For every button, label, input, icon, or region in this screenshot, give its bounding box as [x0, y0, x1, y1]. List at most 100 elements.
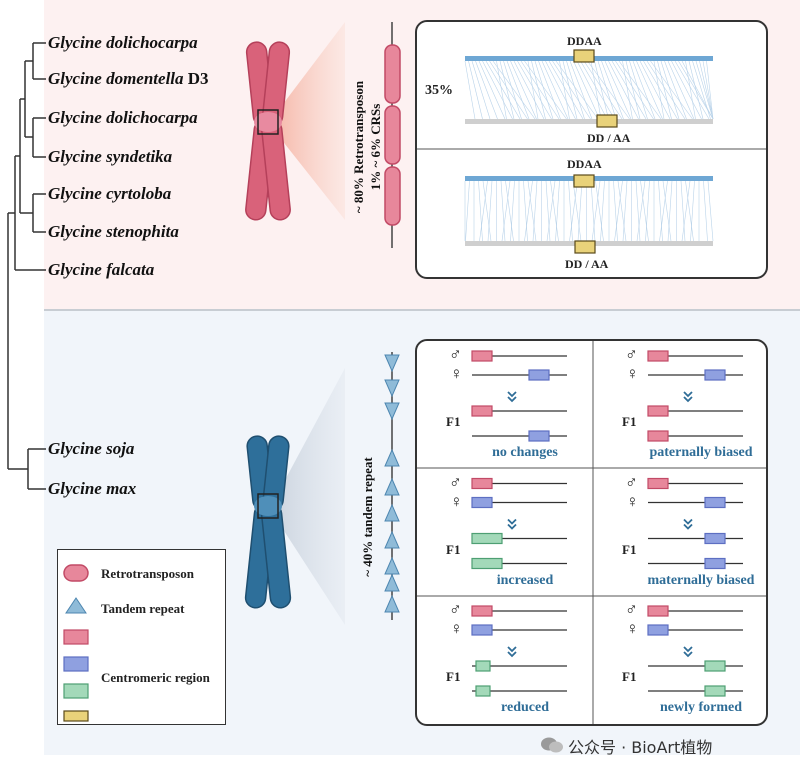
centromere-segment: [647, 430, 669, 442]
female-symbol: ♀: [450, 364, 463, 383]
female-symbol: ♀: [450, 491, 463, 511]
f1-label: F1: [446, 669, 461, 684]
f1-label: F1: [446, 414, 461, 429]
f1-label: F1: [622, 669, 637, 684]
species-label: Glycine falcata: [48, 260, 155, 279]
cell-outcome-label: no changes: [492, 445, 558, 460]
tandem-repeat-percent-label: ~ 40% tandem repeat: [360, 457, 375, 577]
centromere-segment: [647, 624, 669, 636]
centromere-segment: [471, 557, 503, 570]
chevron-down-icon: [683, 518, 693, 530]
tandem-repeat-icon: [384, 448, 400, 467]
species-label: Glycine max: [48, 479, 137, 498]
f1-label: F1: [622, 414, 637, 429]
tandem-repeat-icon: [384, 503, 400, 522]
cell-outcome-label: paternally biased: [649, 445, 753, 460]
female-symbol: ♀: [626, 619, 639, 638]
centromere-segment: [471, 496, 493, 509]
tandem-repeat-icon: [384, 354, 400, 373]
blue-chromosome: [244, 435, 292, 609]
species-label: Glycine stenophita: [48, 222, 179, 241]
tandem-repeat-icon: [384, 573, 400, 592]
zoom-fan-bottom: [277, 368, 345, 625]
inheritance-grid-graphics: [417, 341, 766, 724]
male-symbol: ♂: [449, 600, 462, 619]
cell-outcome-label: reduced: [501, 700, 549, 715]
male-symbol: ♂: [625, 472, 638, 492]
alignment-plot: [417, 49, 766, 254]
female-symbol: ♀: [626, 491, 639, 511]
legend-centromeric-region-label: Centromeric region: [101, 670, 210, 685]
male-symbol: ♂: [625, 345, 638, 364]
species-label: Glycine soja: [48, 439, 135, 458]
cell-outcome-label: newly formed: [659, 700, 743, 715]
male-symbol: ♂: [449, 345, 462, 364]
species-label: Glycine syndetika: [48, 147, 173, 166]
tandem-repeat-icon: [384, 477, 400, 496]
panel-divider: [44, 309, 800, 311]
centromere-segment: [647, 350, 669, 362]
chevron-down-icon: [507, 518, 517, 530]
percent-label: 35%: [425, 83, 453, 98]
centromere-segment: [471, 405, 493, 417]
centromere-segment: [528, 369, 550, 381]
retrotransposon-percent-label: ~ 80% Retrotransposon 1% ~ 6% CRSs: [351, 80, 383, 214]
centromere-segment: [647, 605, 669, 617]
centromere-segment: [647, 477, 669, 490]
female-symbol: ♀: [626, 364, 639, 383]
species-label: Glycine cyrtoloba: [48, 184, 172, 203]
tandem-repeat-icon: [384, 556, 400, 575]
centromere-segment: [471, 624, 493, 636]
centromere-segment: [471, 350, 493, 362]
alignment-box: 35% DDAA DD / AA DDAA DD / AA: [415, 20, 768, 279]
chevron-down-icon: [683, 391, 693, 403]
species-label: Glycine domentella D3: [48, 69, 209, 88]
ddaa-label: DDAA: [567, 157, 602, 171]
centromere-segment: [528, 430, 550, 442]
centromere-segment: [704, 685, 726, 697]
centromere-segment: [704, 496, 726, 509]
retrotransposon-track: [384, 44, 401, 226]
legend-tandem-repeat-label: Tandem repeat: [101, 601, 185, 616]
species-label: Glycine dolichocarpa: [48, 108, 198, 127]
zoom-fan-top: [277, 22, 345, 220]
red-chromosome: [245, 41, 291, 221]
ddaa-label: DDAA: [567, 34, 602, 48]
centromere-segment: [647, 405, 669, 417]
male-symbol: ♂: [449, 472, 462, 492]
centromere-segment: [704, 557, 726, 570]
wechat-icon: [541, 737, 563, 753]
centromere-segment: [704, 532, 726, 545]
chevron-down-icon: [507, 646, 517, 658]
centromere-segment: [475, 660, 491, 672]
chevron-down-icon: [507, 391, 517, 403]
legend-swatches: [63, 564, 89, 722]
cell-outcome-label: maternally biased: [647, 572, 755, 588]
legend: Retrotransposon Tandem repeat Centromeri…: [57, 549, 226, 725]
legend-retrotransposon-label: Retrotransposon: [101, 566, 194, 581]
tandem-repeat-icon: [384, 379, 400, 398]
centromere-segment: [471, 477, 493, 490]
phylogenetic-tree: [7, 42, 46, 490]
tandem-repeat-icon: [384, 530, 400, 549]
f1-label: F1: [446, 541, 461, 557]
watermark-text: 公众号 · BioArt植物: [568, 738, 713, 757]
dd-aa-label: DD / AA: [565, 257, 609, 271]
male-symbol: ♂: [625, 600, 638, 619]
tandem-repeat-track: [384, 354, 400, 613]
f1-label: F1: [622, 541, 637, 557]
dd-aa-label: DD / AA: [587, 131, 631, 145]
centromere-segment: [704, 660, 726, 672]
centromere-segment: [704, 369, 726, 381]
female-symbol: ♀: [450, 619, 463, 638]
centromere-segment: [471, 605, 493, 617]
tandem-repeat-icon: [384, 402, 400, 421]
centromere-segment: [471, 532, 503, 545]
species-label: Glycine dolichocarpa: [48, 33, 198, 52]
tandem-repeat-icon: [384, 594, 400, 613]
chevron-down-icon: [683, 646, 693, 658]
cell-outcome-label: increased: [496, 572, 554, 588]
centromere-segment: [475, 685, 491, 697]
